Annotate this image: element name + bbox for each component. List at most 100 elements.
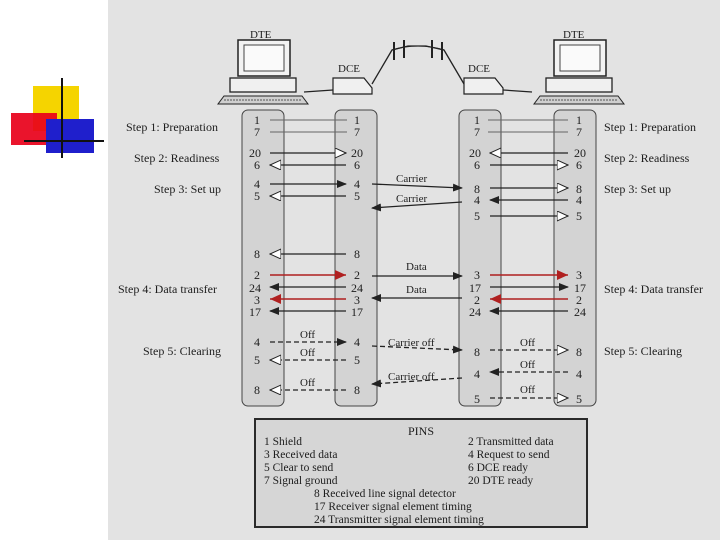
pin-number: 20: [574, 146, 586, 160]
step-label-left: Step 3: Set up: [154, 182, 221, 196]
pin-number: 8: [576, 345, 582, 359]
signal-label: Off: [520, 359, 535, 371]
step-label-left: Step 2: Readiness: [134, 151, 220, 165]
pin-number: 8: [354, 383, 360, 397]
pin-number: 4: [254, 177, 260, 191]
pin-number: 7: [254, 125, 260, 139]
pin-number: 5: [354, 353, 360, 367]
signal-label: Carrier off: [388, 371, 435, 383]
step-label-right: Step 4: Data transfer: [604, 282, 703, 296]
pin-number: 8: [576, 182, 582, 196]
step-label-left: Step 1: Preparation: [126, 120, 218, 134]
pin-number: 20: [249, 146, 261, 160]
pin-number: 5: [354, 189, 360, 203]
pin-number: 7: [354, 125, 360, 139]
pin-number: 7: [474, 125, 480, 139]
pin-number: 4: [576, 367, 582, 381]
signal-label: Data: [406, 284, 427, 296]
legend-item: 17 Receiver signal element timing: [314, 501, 472, 513]
pin-number: 8: [254, 247, 260, 261]
pin-number: 7: [576, 125, 582, 139]
step-label-left: Step 5: Clearing: [143, 344, 221, 358]
pin-number: 24: [469, 305, 481, 319]
pin-number: 4: [474, 367, 480, 381]
signal-label: Carrier off: [388, 337, 435, 349]
signal-label: Off: [300, 329, 315, 341]
left-pin-numbers: 1 7 20 6 4 5 8 2 24 3 17 4 5 8 1 7 20 6 …: [249, 113, 363, 397]
dce-left-label: DCE: [338, 63, 360, 75]
carrier-off-arrow-2: [371, 377, 463, 388]
dte-left-label: DTE: [250, 29, 272, 41]
dte-left-computer-icon: [217, 39, 309, 105]
signal-label: Data: [406, 261, 427, 273]
step-label-right: Step 1: Preparation: [604, 120, 696, 134]
legend-item: 24 Transmitter signal element timing: [314, 514, 484, 526]
pin-number: 3: [354, 293, 360, 307]
legend-item: 4 Request to send: [468, 449, 550, 461]
pin-number: 8: [474, 345, 480, 359]
pin-number: 6: [576, 158, 582, 172]
logo-blue-square: [46, 119, 94, 153]
step-label-right: Step 3: Set up: [604, 182, 671, 196]
dte-right-computer-icon: [533, 39, 625, 105]
pin-number: 8: [254, 383, 260, 397]
legend-item: 20 DTE ready: [468, 475, 534, 487]
dce-right-modem-icon: [463, 77, 533, 95]
pin-number: 2: [474, 293, 480, 307]
signal-label: Off: [300, 347, 315, 359]
right-pin-numbers: 1 7 20 6 8 4 5 3 17 2 24 8 4 5 1 7 20 6 …: [469, 113, 586, 406]
pin-number: 4: [474, 193, 480, 207]
pin-number: 4: [354, 177, 360, 191]
step-label-right: Step 2: Readiness: [604, 151, 690, 165]
step1-links: [270, 119, 568, 133]
pin-number: 4: [254, 335, 260, 349]
pin-number: 5: [254, 353, 260, 367]
pin-number: 3: [474, 268, 480, 282]
pin-number: 1: [474, 113, 480, 127]
signal-label: Off: [520, 337, 535, 349]
signal-label: Off: [520, 384, 535, 396]
pin-number: 8: [354, 247, 360, 261]
signal-label: Carrier: [396, 173, 427, 185]
pin-number: 17: [574, 281, 586, 295]
slide-logo-decoration: [11, 78, 104, 158]
pin-number: 20: [469, 146, 481, 160]
pin-number: 1: [576, 113, 582, 127]
pin-number: 20: [351, 146, 363, 160]
step-label-left: Step 4: Data transfer: [118, 282, 217, 296]
signal-label: Carrier: [396, 193, 427, 205]
legend-item: 5 Clear to send: [264, 462, 334, 474]
pin-number: 1: [254, 113, 260, 127]
pin-number: 4: [576, 193, 582, 207]
legend-item: 7 Signal ground: [264, 475, 338, 487]
pin-number: 17: [249, 305, 261, 319]
carrier-arrow-2: [371, 201, 463, 212]
pin-number: 6: [254, 158, 260, 172]
dce-right-label: DCE: [468, 63, 490, 75]
pin-number: 4: [354, 335, 360, 349]
legend-item: 8 Received line signal detector: [314, 488, 456, 500]
pin-number: 6: [354, 158, 360, 172]
pin-number: 17: [351, 305, 363, 319]
pin-number: 5: [474, 392, 480, 406]
pin-number: 17: [469, 281, 481, 295]
pin-number: 5: [576, 392, 582, 406]
pin-number: 24: [574, 305, 586, 319]
pin-number: 5: [474, 209, 480, 223]
pin-number: 5: [576, 209, 582, 223]
legend-item: 6 DCE ready: [468, 462, 529, 474]
carrier-arrow-1: [371, 183, 463, 192]
pin-number: 2: [576, 293, 582, 307]
pin-number: 5: [254, 189, 260, 203]
signal-label: Off: [300, 377, 315, 389]
dte-right-label: DTE: [563, 29, 585, 41]
legend-item: 1 Shield: [264, 436, 303, 448]
pin-number: 6: [474, 158, 480, 172]
dce-right-interface-column: [458, 109, 502, 407]
pins-legend: PINS 1 Shield 3 Received data 5 Clear to…: [254, 418, 588, 528]
pin-number: 8: [474, 182, 480, 196]
pin-number: 24: [249, 281, 261, 295]
pin-number: 3: [576, 268, 582, 282]
step-label-right: Step 5: Clearing: [604, 344, 682, 358]
pin-number: 1: [354, 113, 360, 127]
